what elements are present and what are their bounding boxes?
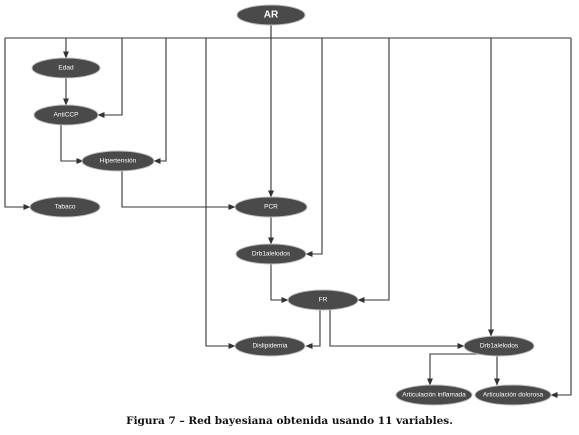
edge-anticcp-hipertension [60, 125, 84, 164]
node-ar: AR [236, 4, 306, 26]
node-edad: Edad [31, 57, 101, 79]
node-fr-label: FR [319, 297, 328, 304]
edge-fr-dislipidemia [305, 310, 321, 349]
node-anticcp: AntiCCP [33, 104, 99, 126]
node-articulacion-dolorosa: Articulación dolorosa [474, 384, 552, 406]
node-drbl-1-label: Drb1alelodos [252, 251, 291, 258]
edge-fr-drbl2 [329, 310, 465, 349]
node-drbl-2: Drb1alelodos [463, 335, 535, 357]
node-tabaco-label: Tabaco [55, 204, 76, 211]
node-anticcp-label: AntiCCP [54, 112, 79, 119]
node-fr: FR [287, 289, 359, 311]
edges [4, 25, 572, 398]
node-pcr-label: PCR [264, 204, 278, 211]
edge-ar-anticcp [97, 38, 123, 118]
node-articulacion-dolorosa-label: Articulación dolorosa [483, 392, 544, 399]
edge-ar-hipertension [153, 38, 167, 164]
node-dislipidemia: Dislipidemia [234, 335, 306, 357]
node-edad-label: Edad [58, 65, 74, 72]
edge-ar-fr [357, 38, 390, 303]
node-pcr: PCR [234, 196, 308, 218]
edge-ar-articulacion-dolorosa [550, 38, 572, 398]
node-articulacion-inflamada-label: Articulación inflamada [402, 392, 466, 399]
node-articulacion-inflamada: Articulación inflamada [395, 384, 473, 406]
edge-ar-tabaco [4, 38, 31, 210]
edge-hipertension-pcr [121, 171, 236, 210]
edge-ar-dislipidemia [205, 38, 236, 349]
nodes: AR Edad AntiCCP Hipertensión Tabaco PCR … [29, 4, 552, 406]
node-tabaco: Tabaco [29, 196, 101, 218]
figure-caption: Figura 7 – Red bayesiana obtenida usando… [126, 415, 453, 427]
edge-drbl2-articulacion-inflamada [427, 353, 478, 386]
node-drbl-2-label: Drb1alelodos [480, 343, 519, 350]
edge-drbl1-fr [270, 264, 289, 303]
node-drbl-1: Drb1alelodos [235, 243, 307, 265]
node-ar-label: AR [264, 10, 279, 21]
node-hipertension: Hipertensión [81, 150, 155, 172]
node-dislipidemia-label: Dislipidemia [252, 343, 287, 350]
node-hipertension-label: Hipertensión [100, 158, 137, 165]
edge-ar-drbl1 [305, 38, 323, 257]
